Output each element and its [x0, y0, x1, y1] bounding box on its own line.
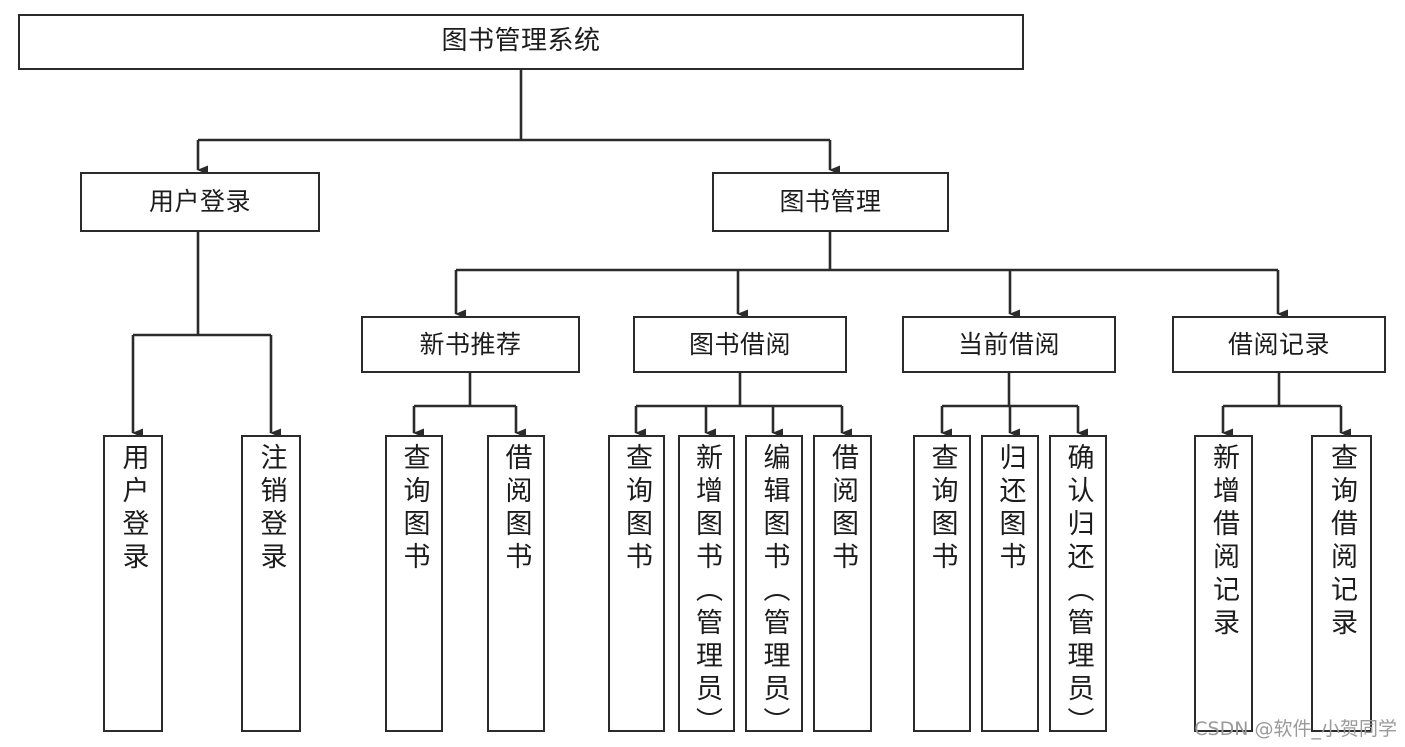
node-book-management[interactable]: 图书管理: [712, 172, 949, 232]
node-leaf-return-book-label: 归还图书: [994, 443, 1026, 575]
node-leaf-query-book-recommend-label: 查询图书: [398, 443, 430, 575]
node-leaf-logout-login[interactable]: 注销登录: [241, 435, 301, 732]
node-new-book-recommend-label: 新书推荐: [419, 329, 522, 359]
node-borrow-record[interactable]: 借阅记录: [1172, 316, 1386, 373]
node-root-label: 图书管理系统: [441, 26, 601, 57]
node-current-borrow-label: 当前借阅: [957, 329, 1060, 359]
node-leaf-query-book-current[interactable]: 查询图书: [913, 435, 971, 732]
node-leaf-logout-login-label: 注销登录: [255, 443, 287, 575]
node-new-book-recommend[interactable]: 新书推荐: [361, 316, 580, 373]
node-leaf-user-login-label: 用户登录: [117, 443, 149, 575]
node-leaf-borrow-book-recommend-label: 借阅图书: [500, 443, 532, 575]
node-leaf-query-borrow-record[interactable]: 查询借阅记录: [1311, 435, 1372, 732]
node-book-borrow[interactable]: 图书借阅: [633, 316, 847, 373]
node-user-login-label: 用户登录: [148, 187, 251, 216]
node-leaf-borrow-book-recommend[interactable]: 借阅图书: [487, 435, 545, 732]
node-leaf-query-book-borrow-label: 查询图书: [621, 443, 652, 575]
node-leaf-query-borrow-record-label: 查询借阅记录: [1326, 443, 1357, 641]
node-borrow-record-label: 借阅记录: [1227, 329, 1330, 359]
node-root[interactable]: 图书管理系统: [18, 14, 1024, 70]
node-user-login[interactable]: 用户登录: [80, 172, 320, 232]
node-leaf-add-borrow-record[interactable]: 新增借阅记录: [1194, 435, 1253, 732]
node-leaf-add-book-admin-label: 新增图书（管理员）: [691, 443, 722, 740]
node-leaf-confirm-return-admin[interactable]: 确认归还（管理员）: [1049, 435, 1107, 740]
node-leaf-return-book[interactable]: 归还图书: [981, 435, 1039, 732]
node-book-management-label: 图书管理: [779, 187, 882, 216]
node-leaf-query-book-recommend[interactable]: 查询图书: [385, 435, 443, 732]
node-leaf-borrow-book[interactable]: 借阅图书: [813, 435, 872, 732]
node-leaf-edit-book-admin[interactable]: 编辑图书（管理员）: [745, 435, 803, 740]
node-book-borrow-label: 图书借阅: [688, 329, 791, 359]
node-leaf-confirm-return-admin-label: 确认归还（管理员）: [1062, 443, 1094, 740]
node-current-borrow[interactable]: 当前借阅: [902, 316, 1116, 373]
node-leaf-add-book-admin[interactable]: 新增图书（管理员）: [678, 435, 735, 740]
node-leaf-add-borrow-record-label: 新增借阅记录: [1208, 443, 1239, 641]
node-leaf-query-book-borrow[interactable]: 查询图书: [608, 435, 665, 732]
node-leaf-borrow-book-label: 借阅图书: [827, 443, 858, 575]
node-leaf-query-book-current-label: 查询图书: [926, 443, 958, 575]
node-leaf-edit-book-admin-label: 编辑图书（管理员）: [758, 443, 790, 740]
node-leaf-user-login[interactable]: 用户登录: [103, 435, 163, 732]
